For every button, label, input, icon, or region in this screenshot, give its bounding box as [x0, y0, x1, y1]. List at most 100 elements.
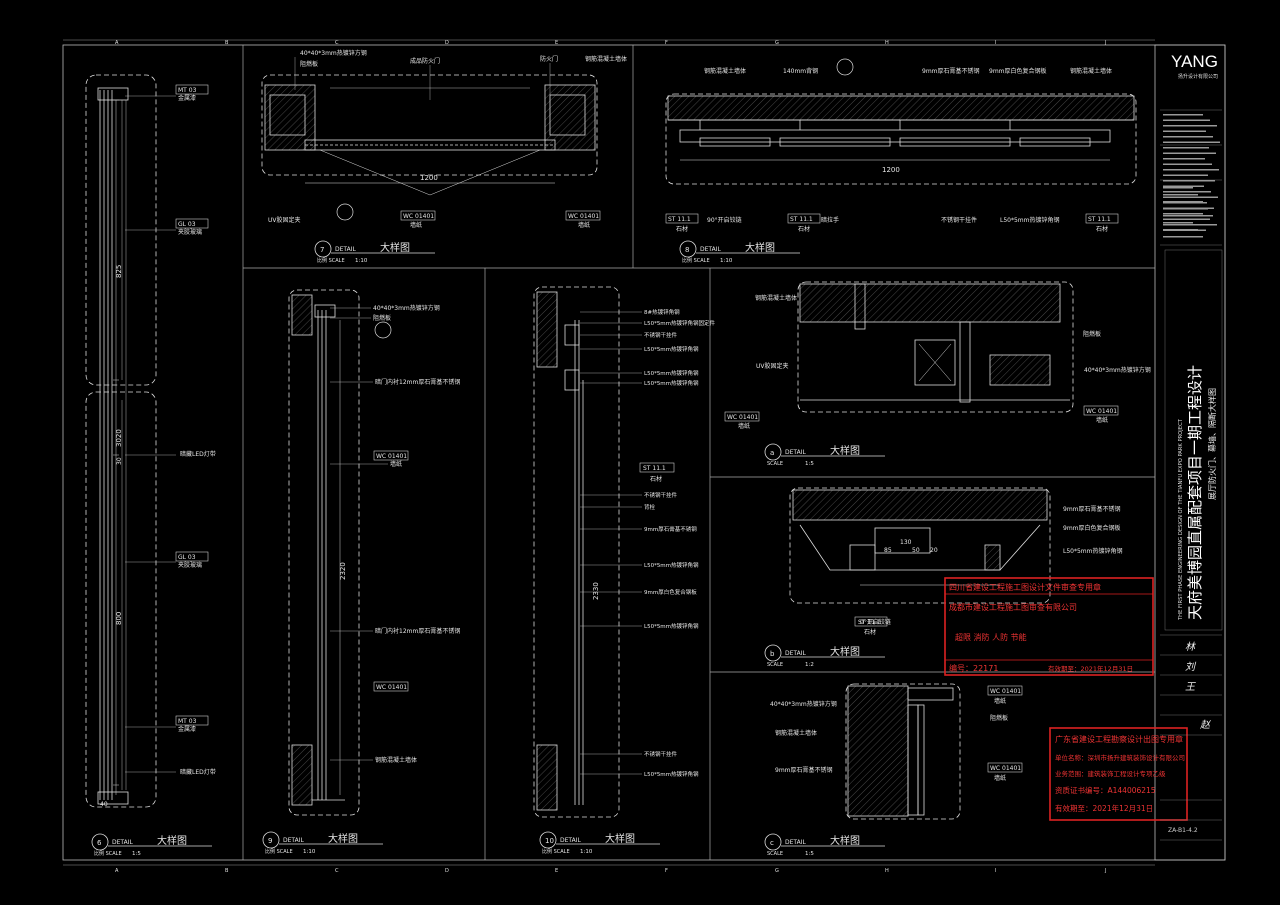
detail-scale-label: 比例 SCALE: [682, 257, 710, 264]
detail-6-leaders: [125, 95, 176, 773]
grid-label-top: B: [225, 40, 229, 46]
da-tag: 墙纸: [738, 422, 750, 430]
section-bubble: [374, 321, 392, 339]
title-block-fine-print: [1163, 174, 1208, 176]
d10-note: 9mm厚石膏基不锈钢: [644, 525, 697, 533]
d8-note: 9mm厚白色复合钢板: [989, 67, 1047, 75]
stamp2-line3: 业务范围：建筑装饰工程设计专项乙级: [1055, 769, 1166, 778]
d9-note: 阻燃板: [373, 314, 391, 322]
d9-note: 墙纸: [390, 460, 402, 468]
project-title-en: THE FIRST PHASE ENGINEERING DESIGN OF TH…: [1178, 418, 1184, 621]
detail-label: DETAIL: [785, 839, 806, 846]
grid-label-bottom: D: [445, 868, 449, 874]
detail-6-drawing: [85, 74, 157, 808]
da-tag: WC 01401: [727, 414, 758, 421]
detail-title-text: 大样图: [380, 241, 410, 254]
drawing-title-cn: 展厅防火门、幕墙、隔断大样图: [1207, 388, 1217, 500]
material-tag-box: [724, 411, 760, 422]
detail-label: DETAIL: [112, 839, 133, 846]
detail-10-tags: ST 11.1石材: [639, 462, 675, 483]
title-block-fine-print: [1163, 191, 1211, 193]
d10-note: L50*5mm热镀锌角钢: [644, 770, 699, 778]
section-bubble: [836, 58, 854, 76]
detail-scale-label: SCALE: [767, 461, 783, 467]
d6-note-led-2: 暗藏LED灯带: [180, 768, 216, 776]
grid-label-top: I: [995, 40, 996, 46]
da-tag: 墙纸: [1096, 416, 1108, 424]
dim-800: 800: [115, 612, 123, 625]
d8-note: 钢筋混凝土墙体: [1070, 67, 1112, 75]
detail-scale-label: 比例 SCALE: [94, 850, 122, 857]
title-block-fine-print: [1163, 147, 1209, 149]
title-block-fine-print: [1163, 158, 1205, 160]
title-block-fine-print: [1163, 130, 1206, 132]
d10-note: L50*5mm热镀锌角钢: [644, 369, 699, 377]
signature-3: 王: [1185, 682, 1196, 693]
detail-scale: 1:5: [805, 851, 814, 857]
detail-label: DETAIL: [785, 650, 806, 657]
db-dim-130: 130: [900, 539, 912, 546]
dim-825: 825: [115, 265, 123, 278]
d10-note: 背栓: [644, 503, 656, 511]
title-block-fine-print: [1163, 196, 1218, 198]
detail-number: b: [770, 650, 775, 658]
da-note: 钢筋混凝土墙体: [755, 294, 797, 302]
stamp2-line5: 有效期至：2021年12月31日: [1055, 803, 1153, 813]
material-tag-box: [987, 685, 1023, 696]
d10-dim-2330: 2330: [592, 582, 600, 600]
d6-tag: MT 03: [178, 87, 197, 94]
detail-c-drawing: [845, 683, 961, 820]
detail-number-circle: [262, 831, 280, 849]
signature-1: 林: [1185, 641, 1196, 653]
detail-label: DETAIL: [283, 837, 304, 844]
approval-stamp-1: 四川省建设工程施工图设计文件审查专用章 成都市建设工程施工图审查有限公司 超限 …: [944, 577, 1154, 676]
drawing-number: ZA-B1-4.2: [1168, 827, 1198, 834]
d8-dim-1200: 1200: [882, 166, 900, 174]
d8-tag: ST 11.1: [668, 216, 691, 223]
d8-note: 暗拉手: [821, 216, 839, 224]
detail-6-dimension-line: [113, 99, 119, 795]
grid-label-bottom: H: [885, 868, 889, 874]
title-block: YANG 扬升设计有限公司 天府美博园直属配套项目一期工程设计 THE FIRS…: [1160, 52, 1223, 841]
dim-40: 40: [100, 801, 108, 808]
detail-title-text: 大样图: [830, 444, 860, 457]
detail-scale: 1:2: [805, 662, 814, 668]
stamp1-line2: 成都市建设工程施工图审查有限公司: [949, 602, 1077, 612]
d9-note: 钢筋混凝土墙体: [375, 756, 417, 764]
detail-scale-label: 比例 SCALE: [265, 848, 293, 855]
db-note: 9mm厚石膏基不锈钢: [1063, 505, 1121, 513]
stamp1-line3: 超限 消防 人防 节能: [955, 632, 1027, 642]
grid-label-top: H: [885, 40, 889, 46]
grid-label-top: A: [115, 40, 119, 46]
d8-note: 140mm背钢: [783, 67, 818, 75]
material-tag-box: [987, 762, 1023, 773]
detail-number-circle: [539, 831, 557, 849]
material-tag-box: [175, 551, 209, 562]
d7-tag: WC 01401: [403, 213, 434, 220]
title-block-fine-print: [1163, 119, 1210, 121]
db-dim-20: 20: [930, 547, 938, 554]
dc-tag: 墙纸: [994, 774, 1006, 782]
d8-note: 钢筋混凝土墙体: [704, 67, 746, 75]
detail-scale: 1:10: [303, 849, 316, 855]
d6-tag: 金属漆: [178, 725, 196, 733]
grid-label-bottom: J: [1104, 868, 1106, 874]
dc-note: 钢筋混凝土墙体: [775, 729, 817, 737]
d8-tag: 石材: [798, 225, 810, 233]
detail-number: c: [770, 839, 774, 847]
d6-tag: 金属漆: [178, 94, 196, 102]
title-block-fine-print: [1163, 194, 1198, 196]
material-tag-box: [854, 616, 888, 627]
d10-tag: 石材: [650, 475, 662, 483]
d9-dim-2320: 2320: [339, 562, 347, 580]
signature-4: 赵: [1200, 719, 1211, 731]
material-tag-box: [1085, 213, 1119, 224]
approval-stamp-2: 广东省建设工程勘察设计出图专用章 单位名称：深圳市扬升建筑装饰设计有限公司 业务…: [1049, 727, 1188, 821]
